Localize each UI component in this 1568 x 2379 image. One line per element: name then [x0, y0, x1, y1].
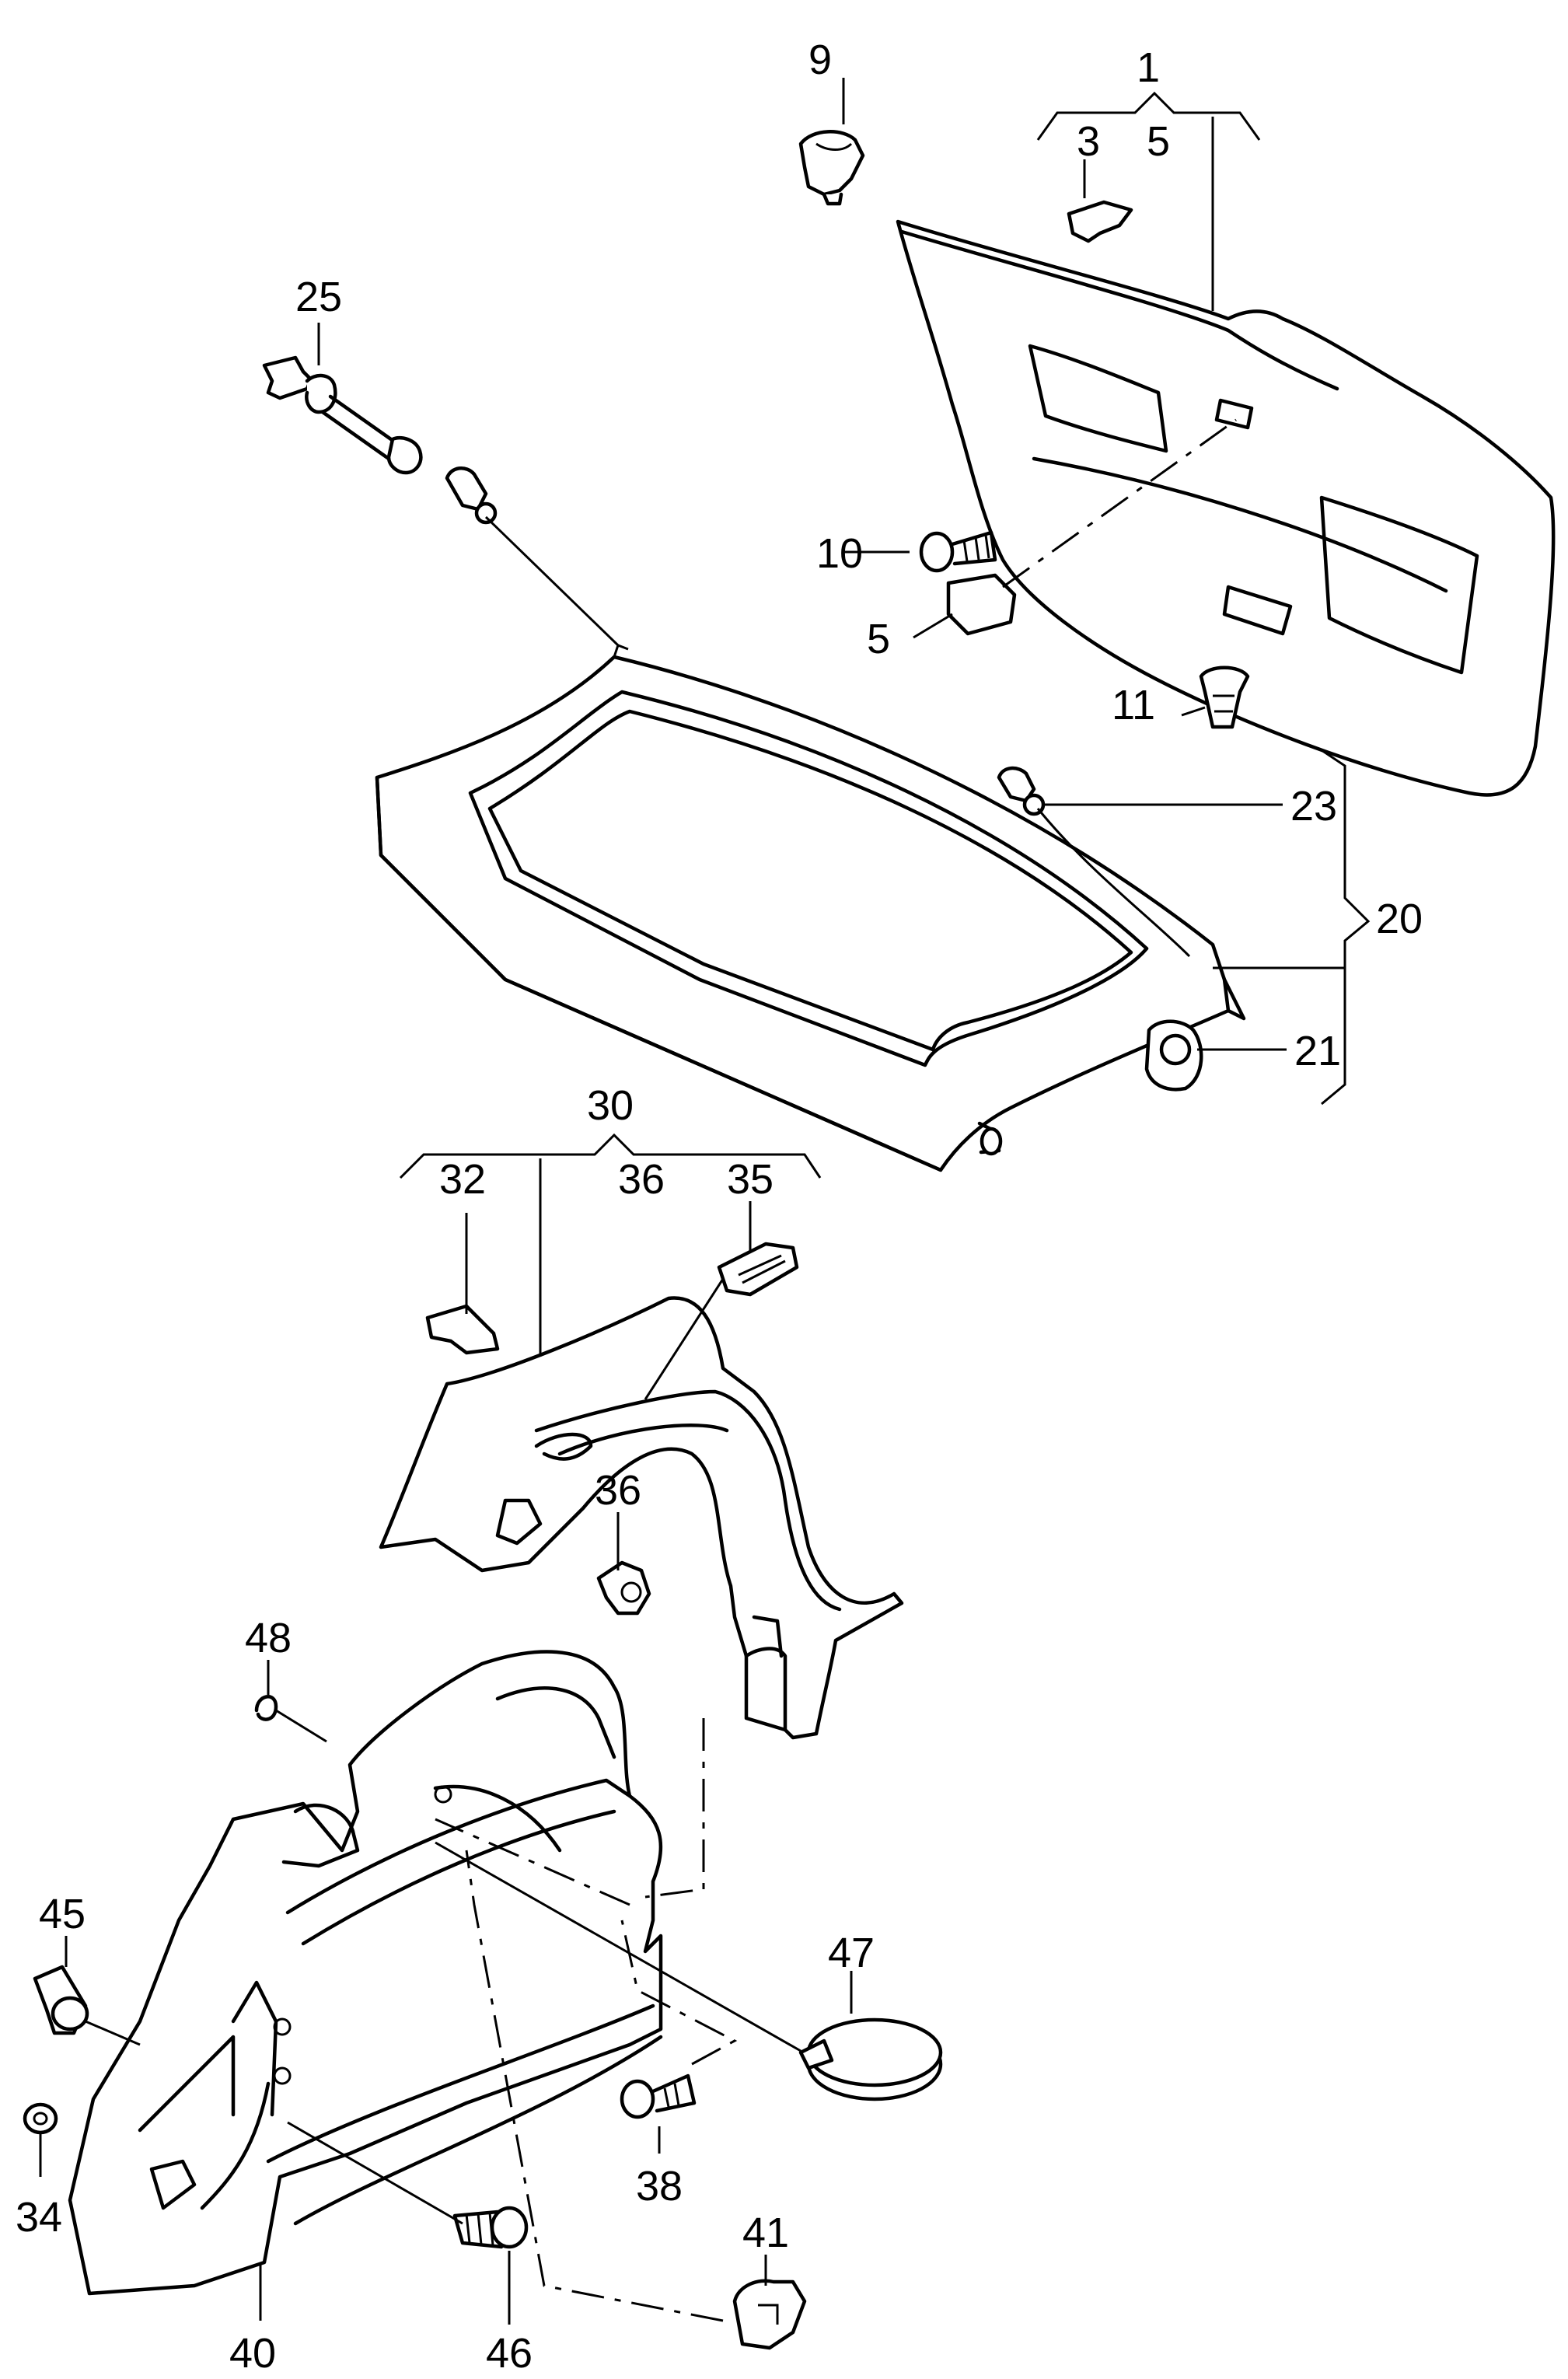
callout-47: 47 [828, 1930, 875, 1976]
callout-48: 48 [245, 1615, 292, 1661]
callout-46: 46 [486, 2330, 533, 2375]
screw-46 [452, 2206, 529, 2249]
callout-36-group: 36 [618, 1156, 665, 1203]
expansion-nut-11 [1199, 665, 1250, 729]
callout-45: 45 [39, 1891, 86, 1937]
callout-40: 40 [229, 2330, 276, 2375]
washer-34 [23, 2102, 58, 2135]
callout-36: 36 [595, 1467, 641, 1514]
clamp-47 [798, 2017, 943, 2101]
callout-30: 30 [587, 1082, 634, 1129]
lamp-35 [717, 1242, 799, 1297]
bolt-25 [262, 355, 423, 475]
callout-labels: 1 3 5 9 10 5 11 23 20 21 25 30 32 36 35 … [16, 37, 1423, 2377]
callout-5: 5 [867, 616, 890, 662]
callout-34: 34 [16, 2194, 62, 2241]
callout-23: 23 [1290, 783, 1337, 830]
callout-25: 25 [295, 274, 342, 320]
stud-21 [1144, 1019, 1203, 1092]
callout-41: 41 [742, 2210, 789, 2256]
callout-32: 32 [439, 1156, 486, 1203]
callout-1: 1 [1137, 44, 1160, 91]
side-trim [68, 1650, 663, 2296]
retainer-9 [798, 130, 865, 206]
callout-21: 21 [1294, 1028, 1341, 1074]
callout-35: 35 [727, 1156, 774, 1203]
callout-20: 20 [1376, 896, 1423, 942]
callout-38: 38 [636, 2163, 683, 2210]
callout-5-group: 5 [1147, 118, 1170, 165]
leader-lines [39, 78, 1371, 2325]
screw-38 [620, 2073, 697, 2119]
screw-10 [919, 530, 997, 573]
clip-3 [1067, 200, 1133, 243]
callout-10: 10 [816, 530, 863, 577]
clip-5 [946, 573, 1017, 636]
clip-32 [425, 1304, 500, 1355]
callout-11: 11 [1112, 682, 1155, 728]
callout-9: 9 [808, 37, 832, 83]
expansion-rivet-36 [596, 1560, 651, 1616]
bulb-holder-shelf-left [445, 466, 498, 525]
callout-3: 3 [1077, 118, 1100, 165]
trim-panel [896, 219, 1556, 797]
clip-41 [732, 2279, 807, 2350]
clip-48 [254, 1695, 278, 1721]
wheel-arch-trim [379, 1296, 904, 1740]
nut-45 [33, 1965, 89, 2035]
